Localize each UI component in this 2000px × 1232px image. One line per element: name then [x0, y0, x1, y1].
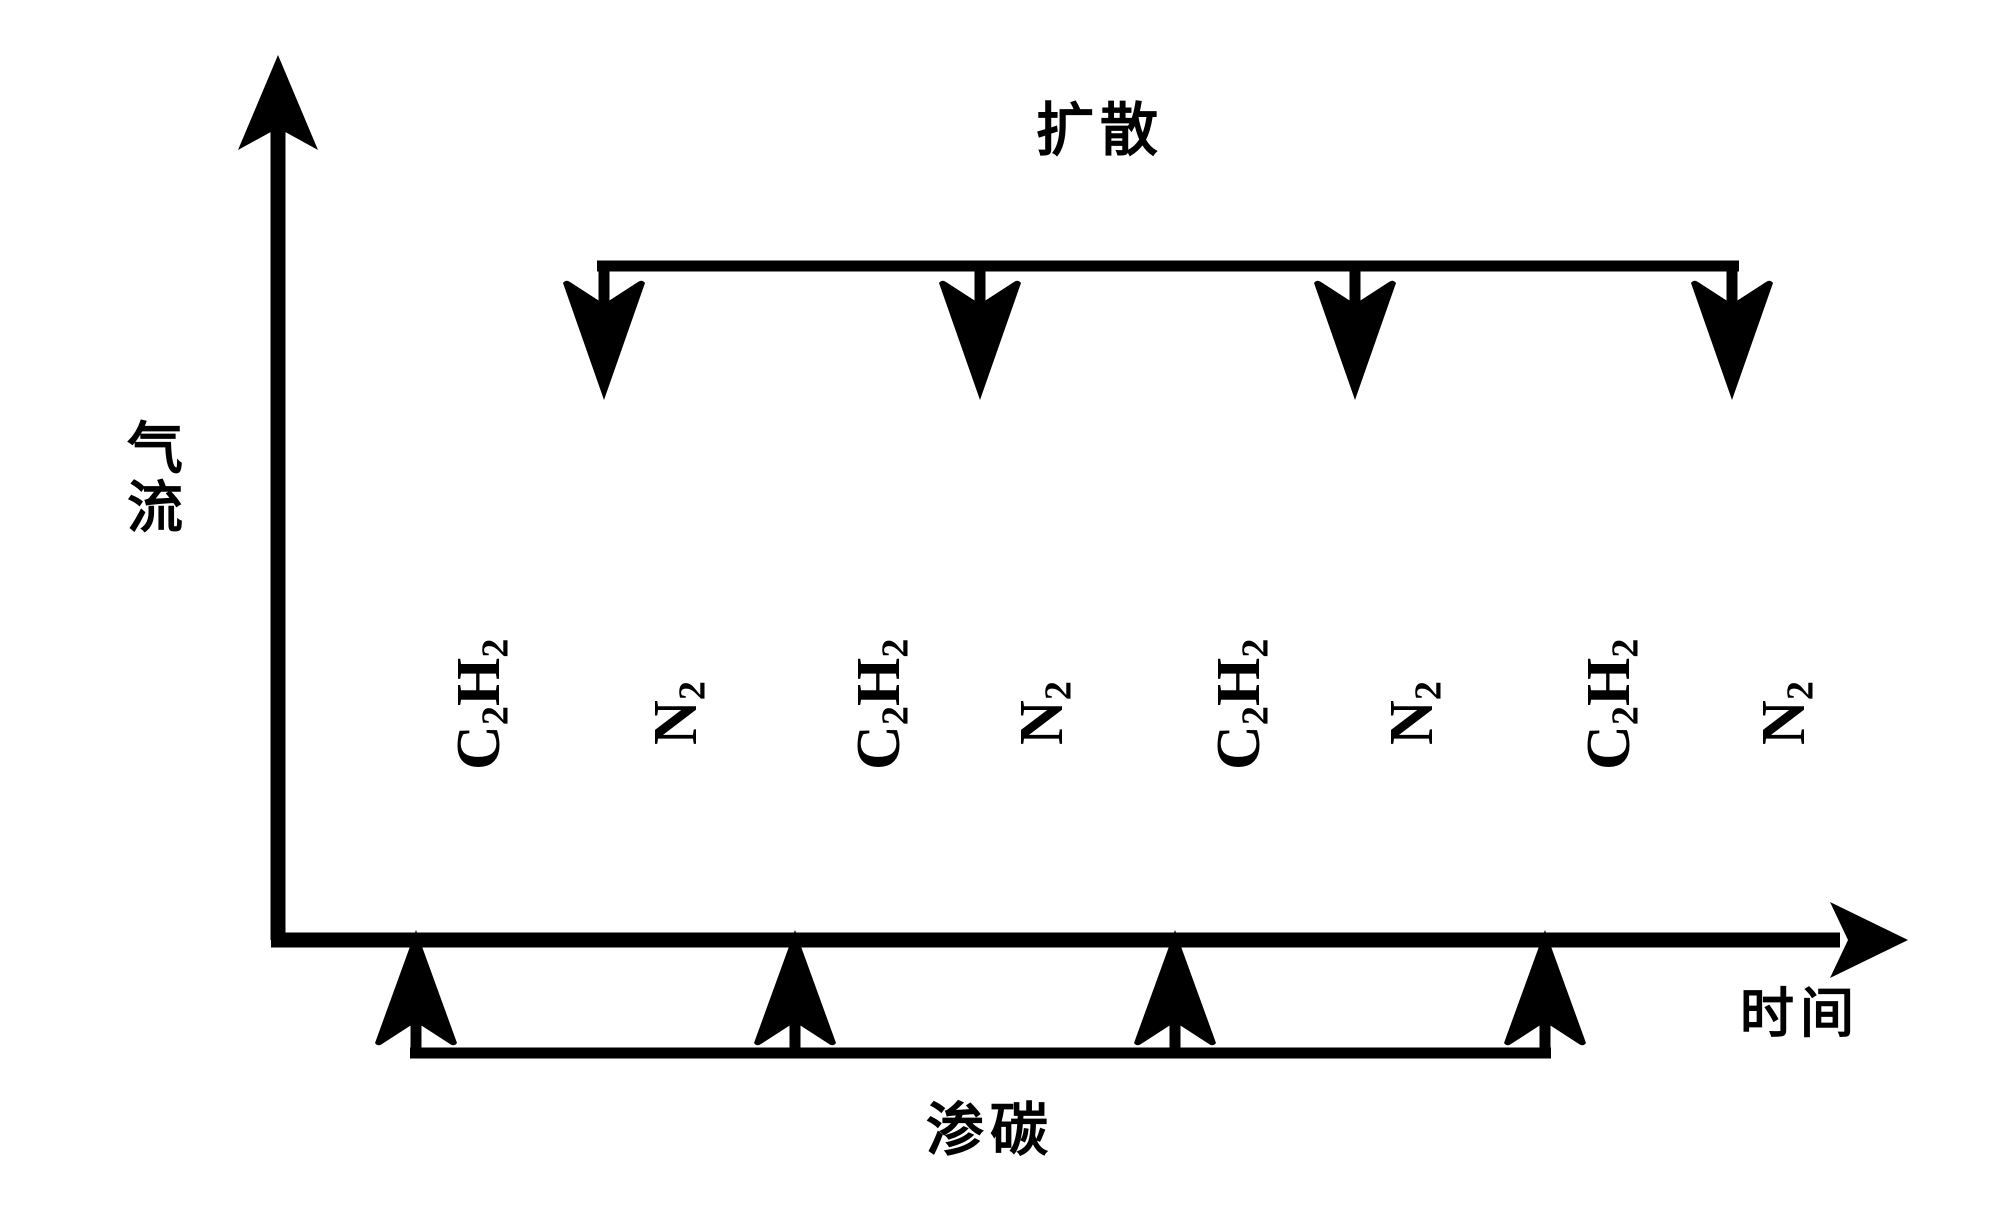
y-axis-label: 气 流: [125, 420, 185, 538]
gas-label-c2h2-2: C2H2: [845, 638, 917, 770]
diffusion-label: 扩散: [1035, 96, 1165, 164]
diffusion-arrow-2: [939, 266, 1021, 400]
carburizing-arrow-2: [754, 930, 836, 1053]
diffusion-arrow-1: [563, 266, 645, 400]
carburizing-label: 渗碳: [925, 1096, 1055, 1164]
x-axis: [271, 902, 1908, 978]
x-axis-label: 时间: [1740, 981, 1860, 1045]
y-axis-label-char-1: 气: [127, 416, 183, 482]
diffusion-arrow-3: [1314, 266, 1396, 400]
carburizing-arrow-4: [1504, 930, 1586, 1053]
gas-label-c2h2-4: C2H2: [1575, 638, 1647, 770]
gas-label-n2-1: N2: [642, 681, 714, 745]
diffusion-arrow-4: [1691, 266, 1773, 400]
carburizing-bracket: [375, 930, 1586, 1059]
gas-label-n2-3: N2: [1378, 681, 1450, 745]
y-axis-label-char-2: 流: [127, 474, 183, 541]
carburizing-arrow-1: [375, 930, 457, 1053]
y-axis: [238, 55, 318, 940]
diffusion-bracket: [563, 260, 1773, 400]
gas-label-c2h2-1: C2H2: [445, 638, 517, 770]
gas-label-n2-2: N2: [1008, 681, 1080, 745]
gas-label-n2-4: N2: [1750, 681, 1822, 745]
gas-label-c2h2-3: C2H2: [1205, 638, 1277, 770]
carburizing-arrow-3: [1134, 930, 1216, 1053]
